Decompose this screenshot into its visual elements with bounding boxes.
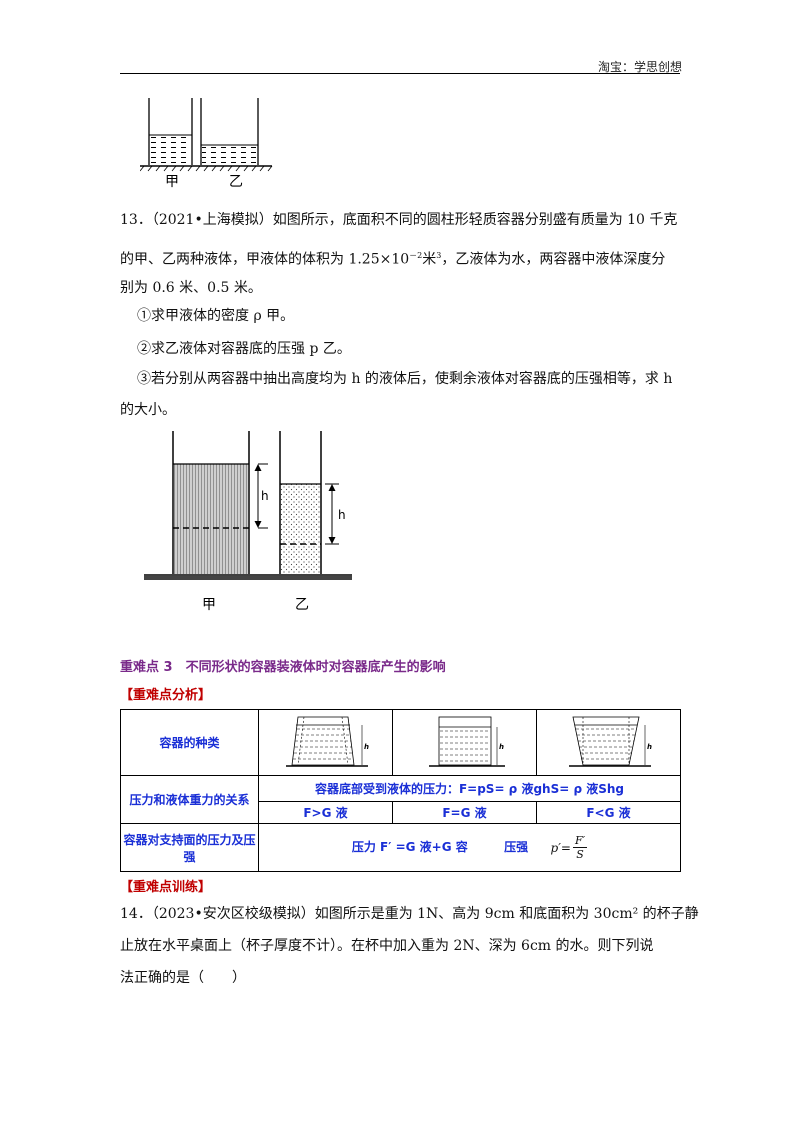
- q14-line1: 14．（2023•安次区校级模拟）如图所示是重为 1N、高为 9cm 和底面积为…: [120, 906, 699, 922]
- label-jia-top: 甲: [165, 174, 179, 190]
- q14-line2: 止放在水平桌面上（杯子厚度不计）。在杯中加入重为 2N、深为 6cm 的水。则下…: [120, 938, 654, 954]
- row2-header: 压力和液体重力的关系: [120, 775, 259, 824]
- section3-title: 重难点 3 不同形状的容器装液体时对容器底产生的影响: [120, 660, 446, 675]
- q13-line3: 别为 0.6 米、0.5 米。: [120, 280, 262, 296]
- header-text: 淘宝：学思创想: [597, 60, 682, 74]
- h-label-t1: h: [364, 743, 369, 751]
- relation-2: F=G 液: [392, 801, 537, 824]
- row3-force: 压力 F′ =G 液+G 容: [351, 840, 468, 854]
- q13-line2-mid: 米: [422, 251, 437, 268]
- analysis-title: 【重难点分析】: [120, 688, 212, 703]
- q13-line2-post: ，乙液体为水，两容器中液体深度分: [441, 251, 666, 268]
- figure-q13-containers: h h 甲 乙: [144, 431, 352, 613]
- pressure-formula: p′= F′ S: [551, 834, 588, 861]
- row3-header: 容器对支持面的压力及压强: [120, 823, 259, 872]
- row2-formula: 容器底部受到液体的压力：F=pS= ρ 液ghS= ρ 液Shg: [258, 775, 681, 802]
- q14-line3: 法正确的是（ ）: [120, 970, 246, 986]
- label-yi: 乙: [295, 597, 309, 613]
- q13-sub3: ③若分别从两容器中抽出高度均为 h 的液体后，使剩余液体对容器底的压强相等，求 …: [137, 371, 673, 387]
- h-label-right: h: [338, 508, 346, 522]
- training-title: 【重难点训练】: [120, 880, 212, 895]
- header-rule: [120, 73, 680, 74]
- q13-line1: 13．（2021•上海模拟）如图所示，底面积不同的圆柱形轻质容器分别盛有质量为 …: [120, 212, 678, 228]
- container-diagram-2: h: [392, 709, 537, 776]
- formula-lhs: p′=: [550, 840, 571, 855]
- container-diagram-3: h: [536, 709, 681, 776]
- formula-num: F′: [572, 834, 588, 848]
- label-yi-top: 乙: [229, 174, 243, 190]
- h-label-t2: h: [499, 743, 504, 751]
- row1-header: 容器的种类: [120, 709, 259, 776]
- formula-den: S: [576, 848, 584, 861]
- row3-pressure: 压强: [504, 840, 529, 854]
- q13-sub2: ②求乙液体对容器底的压强 p 乙。: [137, 341, 351, 357]
- row3-content: 压力 F′ =G 液+G 容 压强 p′= F′ S: [258, 823, 681, 872]
- q13-sub3b: 的大小。: [120, 402, 176, 418]
- analysis-table: 容器的种类 h: [120, 709, 681, 872]
- h-label-left: h: [261, 489, 269, 503]
- relation-1: F>G 液: [258, 801, 393, 824]
- q13-line2-sup: －2: [409, 251, 423, 260]
- figure-containers-top: 甲 乙: [140, 98, 273, 190]
- q13-line2-pre: 的甲、乙两种液体，甲液体的体积为 1.25×10: [120, 251, 410, 268]
- q13-sub1: ①求甲液体的密度 ρ 甲。: [137, 308, 295, 324]
- container-diagram-1: h: [258, 709, 393, 776]
- relation-3: F<G 液: [536, 801, 681, 824]
- label-jia: 甲: [202, 597, 216, 613]
- q13-line2-sup2: 3: [436, 251, 442, 260]
- h-label-t3: h: [647, 743, 652, 751]
- q13-line2: 的甲、乙两种液体，甲液体的体积为 1.25×10－2米3，乙液体为水，两容器中液…: [120, 246, 680, 270]
